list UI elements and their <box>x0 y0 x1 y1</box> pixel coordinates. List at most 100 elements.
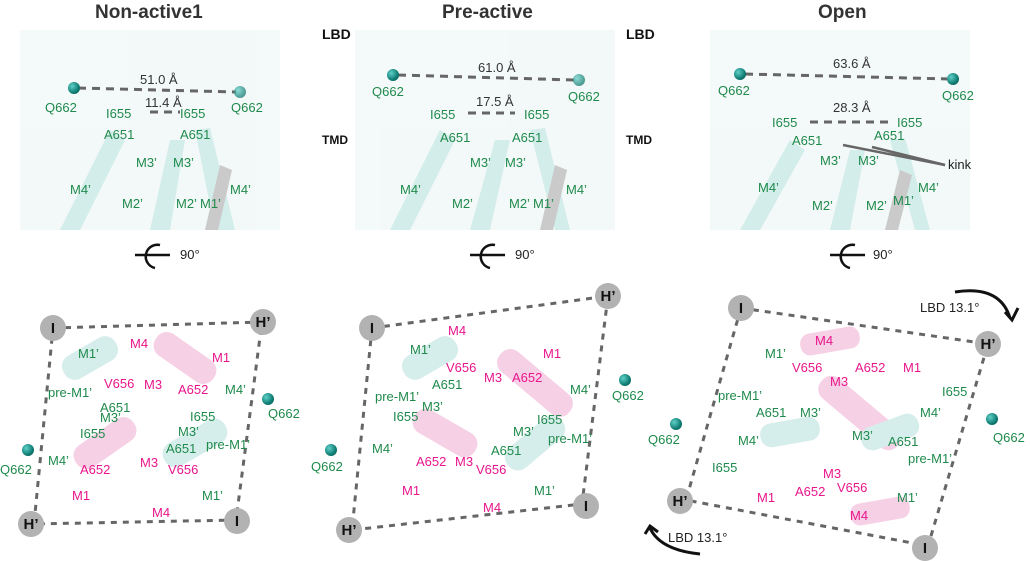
a651-label: A651 <box>104 127 135 142</box>
m2-label: M2’ <box>122 196 143 211</box>
m3p-label: M3’ <box>800 405 821 420</box>
q662-atom <box>262 393 274 405</box>
rotation-label: 90° <box>873 247 893 262</box>
a651-label: A651 <box>440 130 471 145</box>
m3-label: M3’ <box>136 155 157 170</box>
node-i: I <box>224 508 250 534</box>
i655-label: I655 <box>897 115 923 130</box>
side-view-preactive <box>355 30 615 230</box>
m1p-label: M1’ <box>202 488 223 503</box>
m4-label: M4’ <box>230 182 251 197</box>
q662-atom <box>234 86 246 98</box>
i655-label: I655 <box>524 107 550 122</box>
m1-label: M1’ <box>533 196 554 211</box>
i655-label: I655 <box>180 106 206 121</box>
m3-label: M3 <box>830 374 849 389</box>
q662-label: Q662 <box>0 462 32 477</box>
a651-label: A651 <box>756 405 787 420</box>
m1-label: M1 <box>212 350 231 365</box>
m1p-label: M1’ <box>897 490 918 505</box>
a651-label: A651 <box>491 443 522 458</box>
m3-label: M3’ <box>470 155 491 170</box>
m3-label: M3’ <box>505 155 526 170</box>
m4-label: M4’ <box>566 182 587 197</box>
m2-label: M2’ <box>452 196 473 211</box>
m1p-label: M1’ <box>410 342 431 357</box>
node-h: H’ <box>667 488 693 514</box>
m2-label: M2’ <box>509 196 530 211</box>
pore-distance-label: 17.5 Å <box>476 94 514 109</box>
a651-label: A651 <box>874 128 905 143</box>
m4p-label: M4’ <box>738 433 759 448</box>
a652-label: A652 <box>80 462 111 477</box>
q662-atom <box>986 413 998 425</box>
m4p-label: M4’ <box>920 405 941 420</box>
q662-label: Q662 <box>231 100 263 115</box>
distance-label: 63.6 Å <box>833 56 871 71</box>
m3p-label: M3’ <box>852 428 873 443</box>
a651-label: A651 <box>512 130 543 145</box>
q662-atom <box>22 444 34 456</box>
v656-label: V656 <box>476 462 507 477</box>
q662-atom <box>734 68 746 80</box>
m1-label: M1 <box>543 346 562 361</box>
panel-title-nonactive1: Non-active1 <box>95 2 203 23</box>
m1-label: M1 <box>402 483 421 498</box>
a651-label: A651 <box>792 133 823 148</box>
a652-label: A652 <box>512 370 543 385</box>
m4-label: M4 <box>448 323 467 338</box>
q662-label: Q662 <box>568 89 600 104</box>
distance-label: 61.0 Å <box>478 60 516 75</box>
m3-label: M3’ <box>820 153 841 168</box>
q662-label: Q662 <box>612 388 644 403</box>
m4p-label: M4’ <box>48 453 69 468</box>
rotation-label: 90° <box>515 247 535 262</box>
pore-distance-label: 11.4 Å <box>145 95 182 110</box>
m4-label: M4 <box>850 508 869 523</box>
m1-label: M1 <box>757 490 776 505</box>
lbd-label-2: LBD <box>626 26 655 42</box>
side-view-nonactive <box>20 30 280 230</box>
m4-label: M4 <box>152 505 171 520</box>
pre-m1-label: pre-M1’ <box>206 437 251 452</box>
m4-label: M4’ <box>758 180 779 195</box>
m1-label: M1 <box>72 488 91 503</box>
m4p-label: M4’ <box>225 382 246 397</box>
m4-label: M4’ <box>70 182 91 197</box>
m3p-label: M3’ <box>422 399 443 414</box>
m3-label: M3 <box>140 455 159 470</box>
m3-label: M3 <box>823 466 842 481</box>
v656-label: V656 <box>837 480 868 495</box>
node-i: I <box>40 315 66 341</box>
node-h: H’ <box>595 283 621 309</box>
a651-label: A651 <box>100 400 131 415</box>
node-i: I <box>573 493 599 519</box>
m1-label: M1 <box>903 360 922 375</box>
i655-label: I655 <box>106 106 132 121</box>
q662-label: Q662 <box>45 100 77 115</box>
q662-atom <box>68 82 80 94</box>
kink-label: kink <box>948 157 972 172</box>
m4-label: M4 <box>815 333 834 348</box>
m3p-label: M3’ <box>513 424 534 439</box>
q662-atom <box>670 418 682 430</box>
m3-label: M3 <box>455 454 474 469</box>
a651-label: A651 <box>180 127 211 142</box>
m4-label: M4’ <box>918 180 939 195</box>
i655-label: I655 <box>190 409 216 424</box>
pre-m1-label: pre-M1’ <box>718 388 763 403</box>
m3-label: M3 <box>484 370 503 385</box>
m3-label: M3’ <box>173 155 194 170</box>
node-h: H’ <box>18 511 44 537</box>
q662-atom <box>325 444 337 456</box>
i655-label: I655 <box>772 115 798 130</box>
q662-atom <box>387 69 399 81</box>
m1-label: M1’ <box>200 196 221 211</box>
panel-title-preactive: Pre-active <box>442 2 533 23</box>
v656-label: V656 <box>792 360 823 375</box>
q662-atom <box>947 73 959 85</box>
m4-label: M4 <box>130 336 149 351</box>
a651-label: A651 <box>888 434 919 449</box>
q662-label: Q662 <box>372 84 404 99</box>
rotation-label: 90° <box>180 247 200 262</box>
